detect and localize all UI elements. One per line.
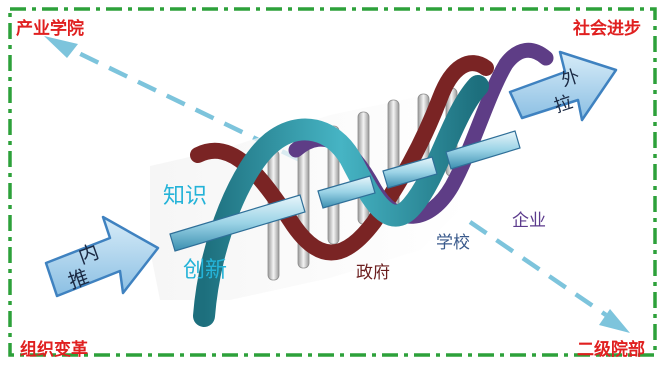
label-innovation: 创新 bbox=[183, 258, 228, 283]
corner-label-bottom-right: 二级院部 bbox=[577, 340, 645, 360]
corner-label-top-left: 产业学院 bbox=[16, 19, 84, 39]
label-government: 政府 bbox=[356, 263, 390, 283]
diagonal-arrow-bottom-right bbox=[468, 220, 630, 333]
central-rod bbox=[169, 130, 521, 252]
label-school: 学校 bbox=[436, 233, 470, 253]
corner-label-bottom-left: 组织变革 bbox=[20, 340, 88, 360]
label-enterprise: 企业 bbox=[512, 211, 546, 231]
corner-label-top-right: 社会进步 bbox=[573, 19, 641, 39]
inner-push-arrow bbox=[44, 215, 160, 298]
helix-strand-brown bbox=[190, 55, 494, 261]
outer-pull-arrow bbox=[508, 50, 618, 122]
frame-border bbox=[8, 7, 657, 357]
label-knowledge: 知识 bbox=[163, 184, 208, 209]
